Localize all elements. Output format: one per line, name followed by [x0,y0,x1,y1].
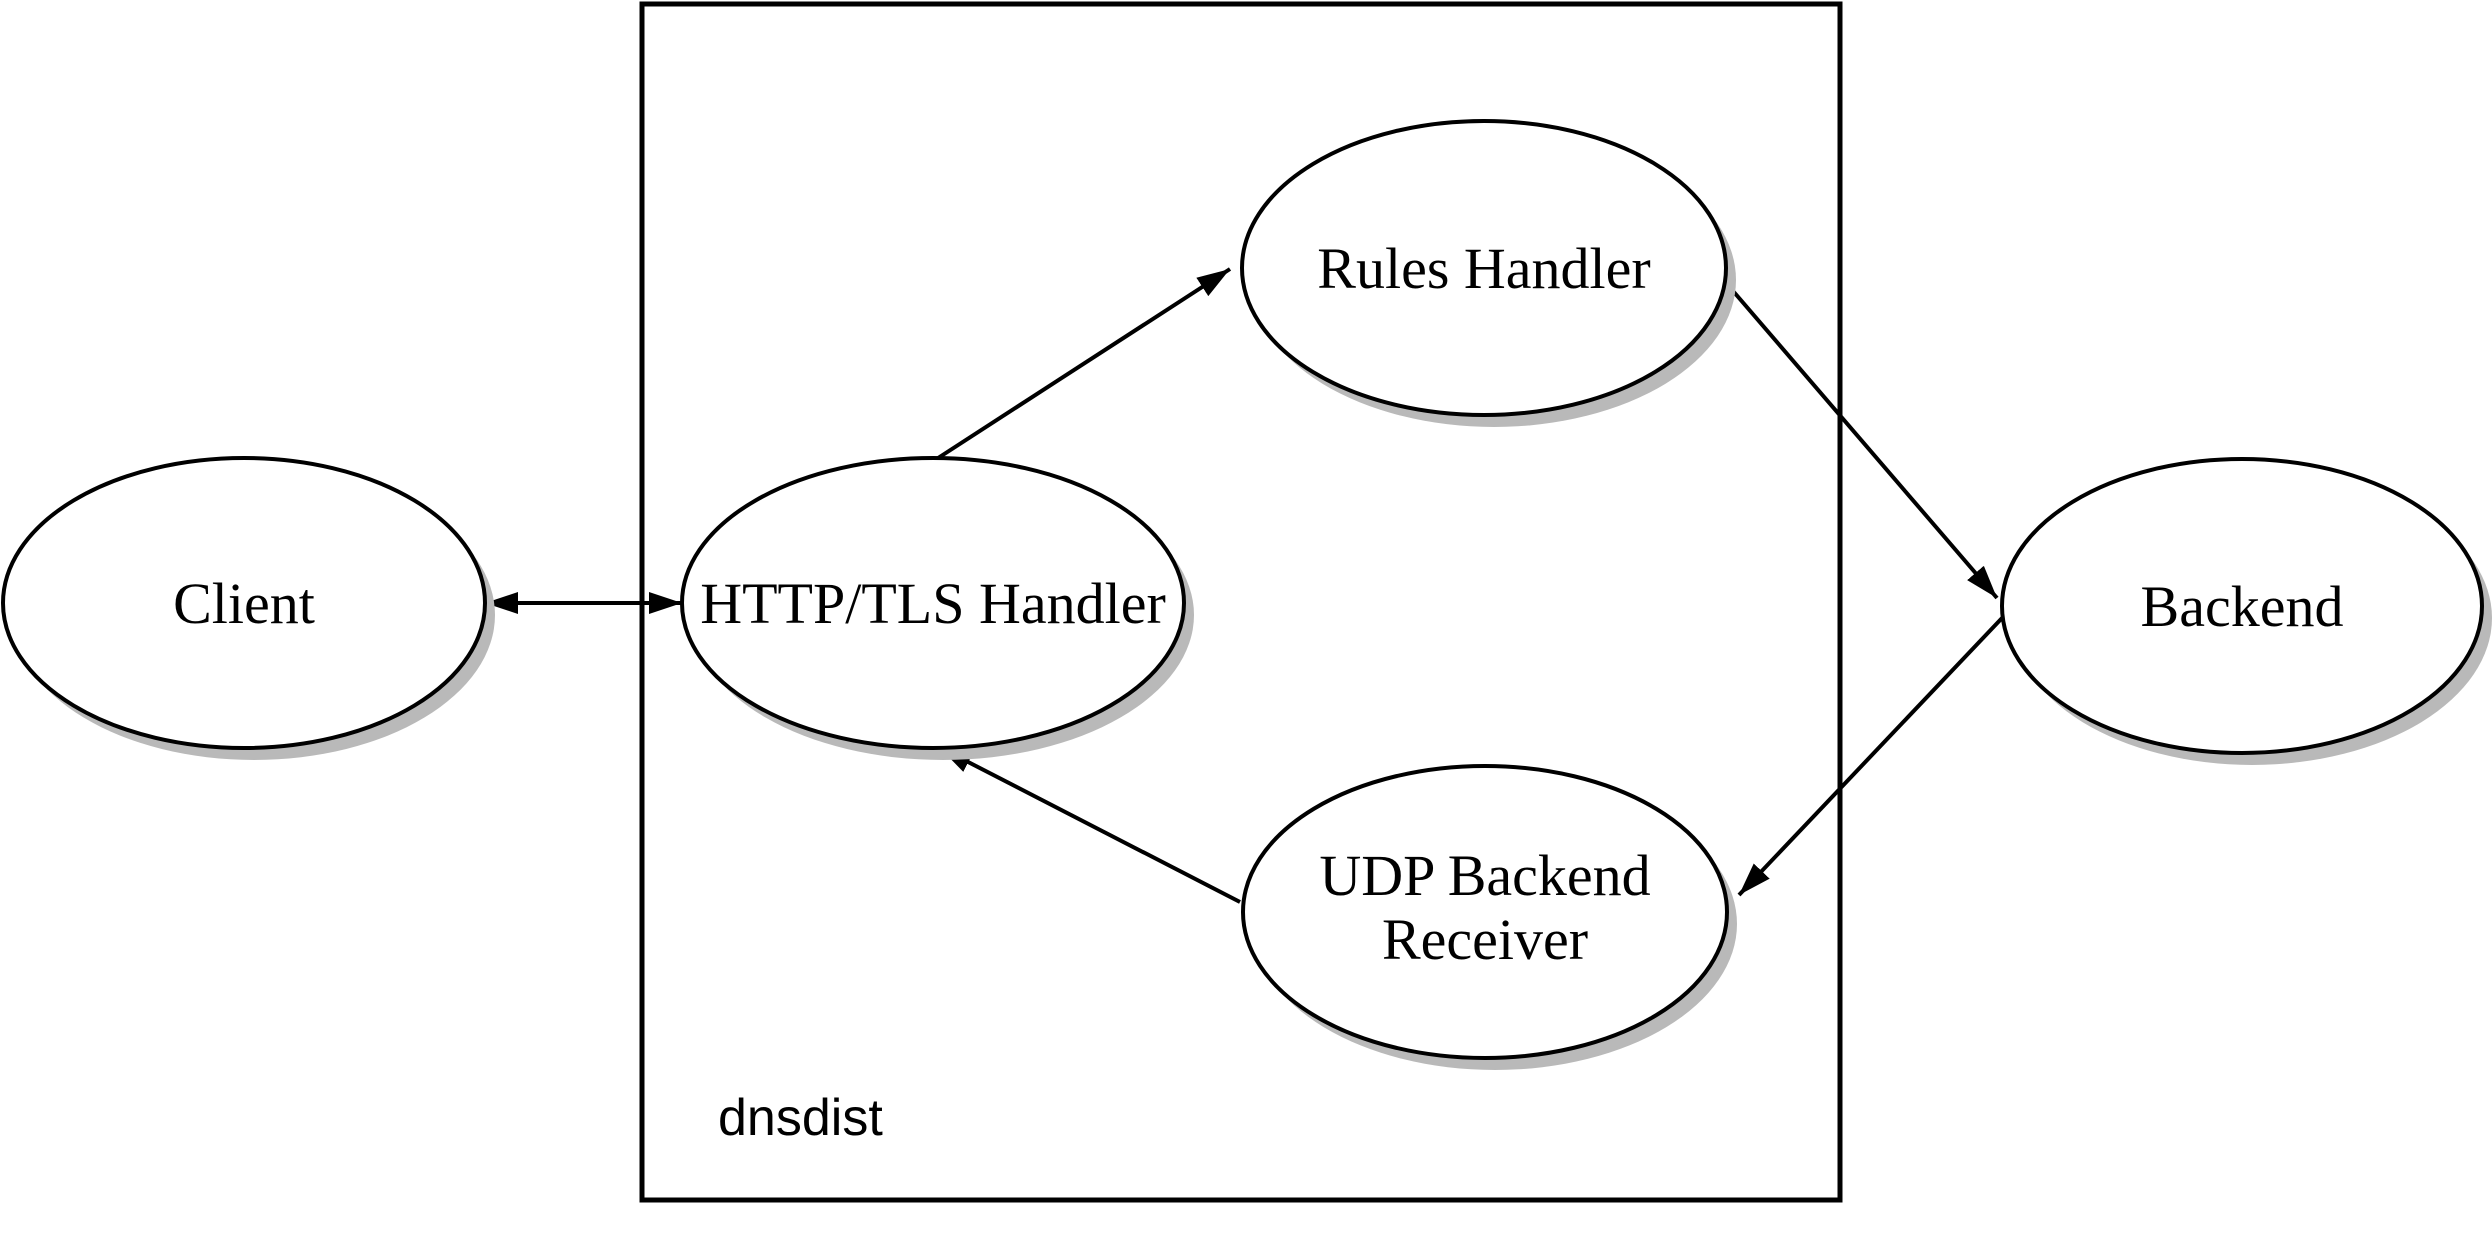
node-rules-handler-label: Rules Handler [1317,236,1650,301]
node-udp-backend-receiver: UDP Backend Receiver [1241,764,1737,1070]
node-udp-backend-receiver-label-line2: Receiver [1382,907,1588,972]
node-udp-backend-receiver-label-line1: UDP Backend [1319,843,1650,908]
node-http-tls-handler: HTTP/TLS Handler [680,456,1194,760]
edge-udp-to-http-arrow [938,745,1241,904]
node-backend: Backend [2000,457,2492,765]
node-rules-handler: Rules Handler [1240,119,1736,427]
edge-rules-to-backend-arrow [1725,282,1999,600]
node-client-ellipse [1,456,487,750]
node-client: Client [1,456,495,760]
edge-backend-to-udp-arrow [1737,615,2005,897]
node-http-tls-handler-ellipse [680,456,1186,750]
node-http-tls-handler-label: HTTP/TLS Handler [700,571,1166,636]
dnsdist-cluster-label: dnsdist [718,1089,883,1147]
node-backend-ellipse [2000,457,2484,755]
node-backend-label: Backend [2141,574,2344,639]
edge-http-to-rules-arrow [933,267,1232,462]
node-udp-backend-receiver-ellipse [1241,764,1729,1060]
node-rules-handler-ellipse [1240,119,1728,417]
node-client-label: Client [173,571,315,636]
